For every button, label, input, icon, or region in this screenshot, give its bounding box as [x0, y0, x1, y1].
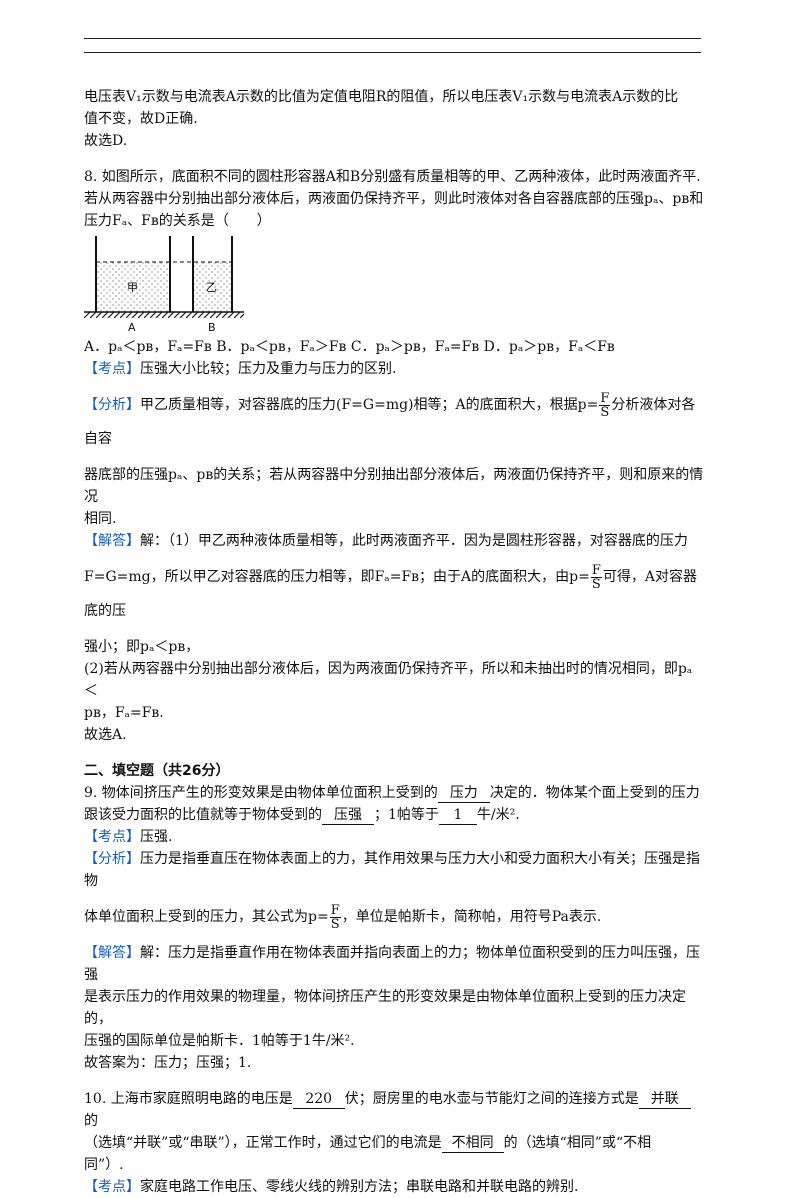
q8-options: A．pₐ＜pʙ，Fₐ=Fʙ B．pₐ＜pʙ，Fₐ＞Fʙ C．pₐ＞pʙ，Fₐ=F… — [84, 339, 615, 355]
q7-conclusion: 故选D. — [84, 133, 128, 149]
q8-jieda-line: pʙ，Fₐ=Fʙ. — [84, 705, 164, 721]
section-title: 二、填空题（共26分） — [84, 763, 230, 779]
q9-fenxi: 【分析】压力是指垂直压在物体表面上的力，其作用效果与压力大小和受力面积大小有关；… — [84, 851, 700, 889]
blank-answer: 并联 — [638, 1090, 691, 1109]
q7-text-line: 值不变，故D正确. — [84, 111, 198, 127]
q8-kaodian: 【考点】压强大小比较；压力及重力与压力的区别. — [84, 361, 397, 377]
q8-conclusion: 故选A. — [84, 727, 127, 743]
q8-jieda-line: 强小；即pₐ＜pʙ， — [84, 639, 200, 655]
q8-jieda-line: F=G=mg，所以甲乙对容器底的压力相等，即Fₐ=Fʙ；由于A的底面积大，由p=… — [84, 562, 697, 620]
document-page: 电压表V₁示数与电流表A示数的比值为定值电阻R的阻值，所以电压表V₁示数与电流表… — [84, 86, 704, 1198]
label-yi: 乙 — [206, 281, 217, 294]
q10-stem: 同”）. — [84, 1157, 124, 1173]
q8-stem: 8. 如图所示，底面积不同的圆柱形容器A和B分别盛有质量相等的甲、乙两种液体，此… — [84, 169, 701, 185]
q8-figure-containers: 甲 乙 A B — [84, 236, 244, 334]
jieda-tag: 【解答】 — [84, 945, 140, 961]
blank-answer: 220 — [292, 1090, 345, 1109]
label-a: A — [128, 321, 136, 334]
ground-hatch — [84, 312, 244, 318]
q9-jieda-line: 压强的国际单位是帕斯卡．1帕等于1牛/米². — [84, 1033, 355, 1049]
fenxi-tag: 【分析】 — [84, 851, 140, 867]
q8-fenxi-line: 器底部的压强pₐ、pʙ的关系；若从两容器中分别抽出部分液体后，两液面仍保持齐平，… — [84, 467, 704, 505]
q8-fenxi-line: 相同. — [84, 511, 117, 527]
q8-stem: 若从两容器中分别抽出部分液体后，两液面仍保持齐平，则此时液体对各自容器底部的压强… — [84, 191, 704, 207]
kaodian-tag: 【考点】 — [84, 1179, 140, 1195]
q9-answer: 故答案为：压力；压强；1. — [84, 1055, 252, 1071]
blank-answer: 压力 — [437, 784, 490, 803]
kaodian-tag: 【考点】 — [84, 829, 140, 845]
q9-jieda: 【解答】解：压力是指垂直作用在物体表面并指向表面上的力；物体单位面积受到的压力叫… — [84, 945, 700, 983]
blank-answer: 不相同 — [441, 1134, 504, 1153]
blank-answer: 压强 — [322, 806, 374, 825]
label-b: B — [208, 321, 216, 334]
kaodian-tag: 【考点】 — [84, 361, 140, 377]
q10-stem: （选填“并联”或“串联”），正常工作时，通过它们的电流是不相同的（选填“相同”或… — [84, 1134, 652, 1153]
q8-jieda-line: (2)若从两容器中分别抽出部分液体后，因为两液面仍保持齐平，所以和未抽出时的情况… — [84, 661, 693, 699]
label-jia: 甲 — [127, 281, 138, 294]
q8-fenxi: 【分析】甲乙质量相等，对容器底的压力(F=G=mg)相等；A的底面积大，根据p=… — [84, 390, 696, 448]
q9-kaodian: 【考点】压强. — [84, 829, 173, 845]
q7-text-line: 电压表V₁示数与电流表A示数的比值为定值电阻R的阻值，所以电压表V₁示数与电流表… — [84, 89, 679, 105]
fenxi-tag: 【分析】 — [84, 397, 140, 413]
jieda-tag: 【解答】 — [84, 533, 140, 549]
header-rule-bottom — [84, 52, 701, 53]
q9-stem: 9. 物体间挤压产生的形变效果是由物体单位面积上受到的压力决定的．物体某个面上受… — [84, 784, 700, 803]
q8-jieda: 【解答】解：（1）甲乙两种液体质量相等，此时两液面齐平．因为是圆柱形容器，对容器… — [84, 533, 688, 549]
q8-stem: 压力Fₐ、Fʙ的关系是（ ） — [84, 213, 271, 229]
q10-kaodian: 【考点】家庭电路工作电压、零线火线的辨别方法；串联电路和并联电路的辨别. — [84, 1179, 579, 1195]
header-rule-top — [84, 38, 701, 39]
q9-jieda-line: 是表示压力的作用效果的物理量，物体间挤压产生的形变效果是由物体单位面积上受到的压… — [84, 989, 686, 1027]
blank-answer: 1 — [438, 806, 477, 825]
container-b-liquid — [194, 262, 231, 312]
container-a-liquid — [97, 262, 169, 312]
